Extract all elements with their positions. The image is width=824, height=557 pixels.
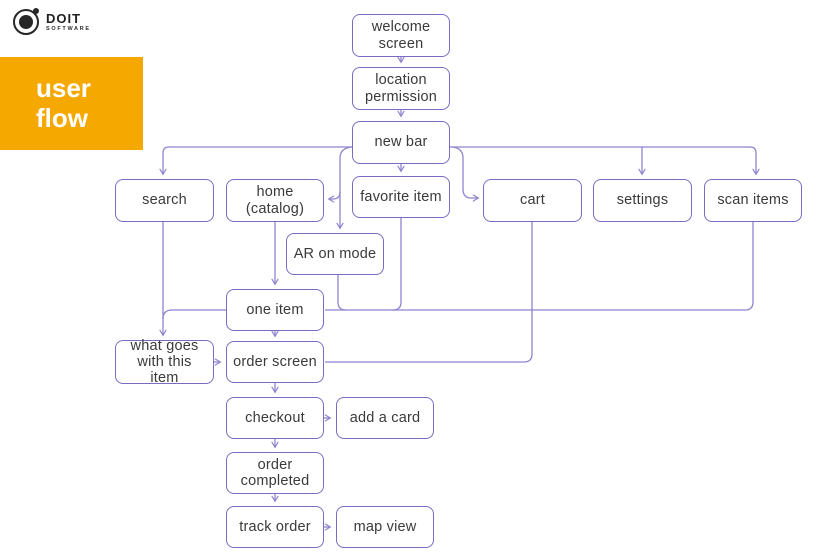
edge-ar-oneitem xyxy=(337,275,347,311)
node-add-a-card: add a card xyxy=(336,397,434,439)
node-favorite-item: favorite item xyxy=(352,176,450,218)
node-welcome-screen: welcome screen xyxy=(352,14,450,57)
node-home-catalog: home (catalog) xyxy=(226,179,324,222)
node-order-completed: order completed xyxy=(226,452,324,494)
logo-brand-text: DOIT xyxy=(46,10,82,26)
node-one-item: one item xyxy=(226,289,324,331)
edge-scan-oneitem xyxy=(325,222,754,311)
doit-software-logo: DOIT SOFTWARE xyxy=(13,8,91,35)
node-scan-items: scan items xyxy=(704,179,802,222)
node-location-permission: location permission xyxy=(352,67,450,110)
logo-sub-text: SOFTWARE xyxy=(46,25,91,32)
node-map-view: map view xyxy=(336,506,434,548)
edge-newbar-ar xyxy=(336,146,353,230)
orbit-logo-icon xyxy=(13,8,39,35)
page-title: user flow xyxy=(36,72,91,133)
node-track-order: track order xyxy=(226,506,324,548)
user-flow-title-banner: user flow xyxy=(0,57,143,150)
node-cart: cart xyxy=(483,179,582,222)
edge-oneitem-whatgoes xyxy=(162,309,226,320)
node-settings: settings xyxy=(593,179,692,222)
edge-newbar-search xyxy=(159,146,352,176)
node-search: search xyxy=(115,179,214,222)
edge-favorite-oneitem xyxy=(392,218,402,311)
node-new-bar: new bar xyxy=(352,121,450,164)
edge-newbar-cart xyxy=(451,146,480,202)
node-ar-on-mode: AR on mode xyxy=(286,233,384,275)
edge-branch-home xyxy=(327,191,341,203)
edge-newbar-scan xyxy=(450,146,760,176)
node-checkout: checkout xyxy=(226,397,324,439)
node-what-goes-with-this-item: what goes with this item xyxy=(115,338,214,386)
node-order-screen: order screen xyxy=(226,341,324,383)
